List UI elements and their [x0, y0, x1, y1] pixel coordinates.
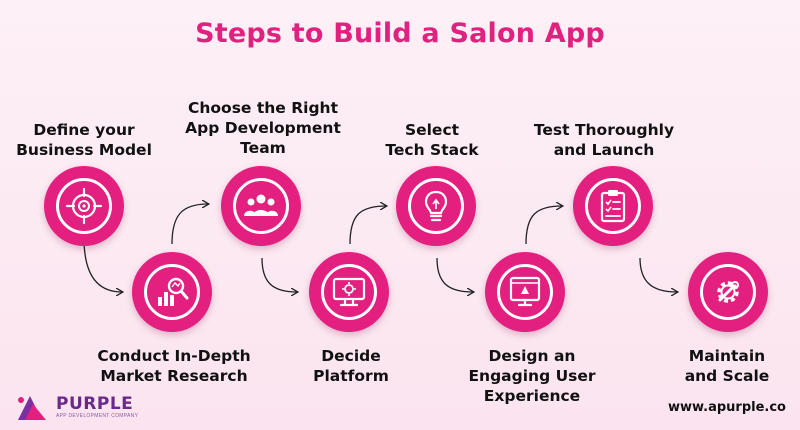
step-1-circle — [44, 166, 124, 246]
step-1-label: Define your Business Model — [16, 121, 152, 159]
step-2-label: Conduct In-Depth Market Research — [97, 347, 251, 385]
page-title: Steps to Build a Salon App — [195, 18, 605, 49]
step-3-label: Choose the Right App Development Team — [185, 99, 341, 157]
purple-logo-mark-icon — [18, 396, 46, 420]
arrow-4-5 — [349, 206, 386, 245]
step-8-label: Maintain and Scale — [684, 347, 770, 385]
step-3-circle — [221, 166, 301, 246]
team-icon — [244, 194, 278, 216]
step-4-circle — [309, 252, 389, 332]
logo-tagline: APP DEVELOPMENT COMPANY — [56, 413, 139, 419]
research-chart-icon — [158, 277, 189, 306]
step-8-circle — [688, 252, 768, 332]
arrow-7-8 — [639, 257, 677, 292]
logo-wordmark: PURPLE — [56, 394, 134, 414]
arrow-2-3 — [171, 204, 208, 245]
step-4-label: Decide Platform — [313, 347, 389, 385]
step-7-label: Test Thoroughly and Launch — [533, 121, 675, 159]
platform-monitor-icon — [332, 277, 366, 307]
step-6-circle — [485, 252, 565, 332]
website-url: www.apurple.co — [667, 400, 786, 415]
arrow-3-4 — [261, 257, 297, 292]
brand-logo: PURPLE APP DEVELOPMENT COMPANY — [12, 392, 138, 422]
step-5-label: Select Tech Stack — [385, 121, 479, 159]
arrow-1-2 — [83, 237, 122, 292]
step-2-circle — [132, 252, 212, 332]
arrow-6-7 — [525, 206, 562, 245]
target-icon — [65, 187, 103, 225]
step-6-label: Design an Engaging User Experience — [468, 347, 596, 405]
ux-design-icon — [509, 276, 541, 307]
clipboard-checklist-icon — [600, 190, 626, 223]
gear-wrench-icon — [717, 281, 739, 303]
lightbulb-icon — [424, 190, 448, 222]
arrow-5-6 — [436, 257, 473, 292]
step-7-circle — [573, 166, 653, 246]
step-5-circle — [396, 166, 476, 246]
